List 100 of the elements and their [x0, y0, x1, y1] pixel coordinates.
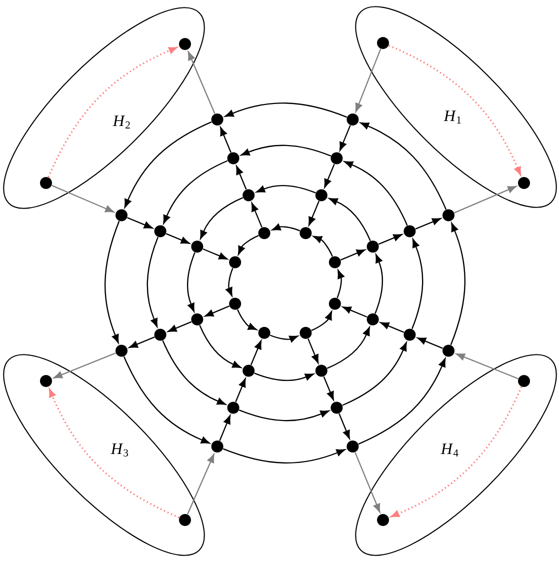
arrow	[270, 334, 298, 342]
arrow	[187, 252, 196, 312]
arrow	[256, 185, 316, 194]
arrow	[219, 415, 231, 441]
arrow	[251, 202, 262, 228]
arrow	[163, 160, 228, 224]
arrow	[342, 306, 368, 318]
arrow	[378, 234, 402, 245]
vertex-dot	[258, 227, 270, 240]
vertex-dot	[40, 177, 52, 189]
arrow	[52, 184, 114, 212]
arrow	[238, 409, 330, 422]
arrow	[127, 217, 153, 229]
arrow	[344, 161, 408, 226]
arrow	[336, 270, 344, 298]
arrow	[54, 352, 116, 378]
vertex-dot	[258, 326, 270, 339]
arrow	[342, 342, 407, 406]
arrow	[272, 224, 300, 232]
arrow	[186, 454, 214, 514]
vertex-dot	[330, 402, 343, 414]
arrow	[380, 322, 404, 333]
arrow	[48, 389, 180, 518]
arrow	[128, 336, 155, 348]
arrow	[226, 268, 234, 296]
vertex-dot	[442, 344, 454, 357]
arrow	[250, 340, 262, 366]
arrow	[456, 353, 518, 380]
vertex-dot	[518, 177, 530, 189]
vertex-dot	[229, 256, 242, 268]
arrow	[326, 326, 370, 369]
vertex-dot	[330, 152, 343, 164]
arrow	[162, 340, 226, 405]
arrow	[374, 254, 383, 314]
vertex-dot	[346, 114, 359, 126]
vertex-dot	[179, 514, 191, 526]
arrow	[417, 337, 443, 349]
arrow	[200, 197, 244, 240]
arrow	[168, 321, 192, 332]
arrow	[146, 236, 159, 328]
arrow	[323, 376, 334, 400]
arrow	[355, 48, 382, 112]
vertex-dot	[154, 225, 166, 238]
vertex-dot	[404, 328, 416, 341]
arrow	[411, 238, 424, 330]
arrow	[391, 386, 522, 518]
vertex-dot	[300, 227, 312, 240]
vertex-dot	[229, 298, 242, 310]
arrow	[124, 121, 212, 208]
arrow	[454, 186, 517, 214]
arrow	[202, 248, 228, 260]
arrow	[48, 46, 177, 178]
vertex-dot	[116, 209, 128, 222]
arrow	[166, 233, 190, 244]
arrow	[236, 166, 247, 190]
arrow	[308, 338, 319, 364]
arrow	[199, 324, 242, 368]
arrow	[240, 144, 332, 157]
vertex-dot	[377, 514, 389, 526]
arrow	[311, 311, 332, 331]
vertex-dot	[179, 38, 191, 50]
vertex-dot	[366, 240, 379, 253]
vertex-dot	[300, 326, 312, 339]
vertex-dot	[442, 209, 454, 222]
arrow	[324, 164, 335, 188]
vertex-dot	[227, 152, 240, 164]
arrow	[188, 51, 216, 114]
vertex-dot	[227, 402, 240, 414]
arrow	[123, 356, 210, 444]
vertex-dot	[242, 364, 255, 377]
arrow	[220, 127, 232, 153]
arrow	[238, 235, 259, 255]
arrow	[204, 306, 230, 317]
arrow	[104, 220, 120, 344]
vertex-dot	[518, 375, 530, 387]
vertex-dot	[191, 313, 204, 326]
vertex-dot	[242, 189, 255, 202]
arrow	[235, 378, 246, 402]
vertex-dot	[328, 298, 341, 310]
vertex-dot	[211, 440, 224, 452]
arrow	[254, 372, 314, 381]
arrow	[450, 222, 466, 346]
arrow	[354, 452, 380, 513]
vertex-dot	[315, 364, 328, 377]
vertex-dot	[116, 344, 128, 357]
arrow	[237, 309, 257, 330]
arrow	[339, 125, 351, 151]
vertex-dot	[328, 256, 341, 268]
arrow	[224, 102, 348, 118]
arrow	[340, 249, 366, 260]
vertex-dot	[346, 440, 359, 452]
vertex-dot	[404, 225, 416, 238]
vertex-dot	[191, 240, 204, 253]
vertex-dot	[154, 328, 166, 341]
vertex-dot	[377, 37, 389, 49]
arrow	[338, 413, 350, 440]
vertex-dot	[315, 189, 328, 202]
arrow	[415, 218, 442, 230]
arrow	[358, 358, 446, 445]
arrow	[388, 44, 521, 175]
